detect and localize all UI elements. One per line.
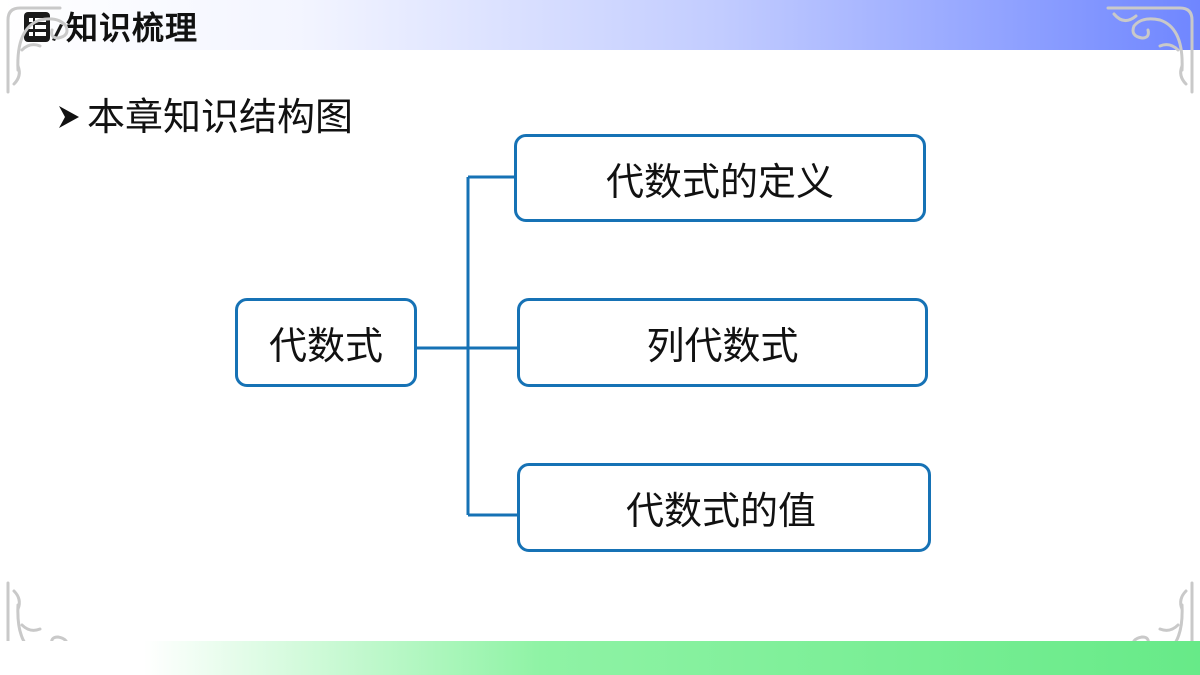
header-bar bbox=[0, 0, 1200, 50]
section-heading-text: 本章知识结构图 bbox=[87, 95, 354, 139]
node-child-3: 代数式的值 bbox=[517, 463, 931, 552]
node-child-1: 代数式的定义 bbox=[514, 134, 926, 222]
page-title: 知识梳理 bbox=[66, 9, 199, 47]
node-root-label: 代数式 bbox=[268, 324, 383, 368]
section-heading: 本章知识结构图 bbox=[55, 95, 353, 139]
node-child-2-label: 列代数式 bbox=[646, 324, 799, 368]
node-child-1-label: 代数式的定义 bbox=[605, 159, 834, 204]
node-child-2: 列代数式 bbox=[517, 298, 928, 387]
node-child-3-label: 代数式的值 bbox=[625, 489, 816, 533]
footer-bar bbox=[0, 641, 1200, 675]
arrow-bullet-icon bbox=[59, 106, 79, 128]
corner-ornament-top-left bbox=[6, 6, 69, 94]
node-root: 代数式 bbox=[235, 298, 417, 387]
corner-ornament-top-right bbox=[1106, 6, 1194, 94]
